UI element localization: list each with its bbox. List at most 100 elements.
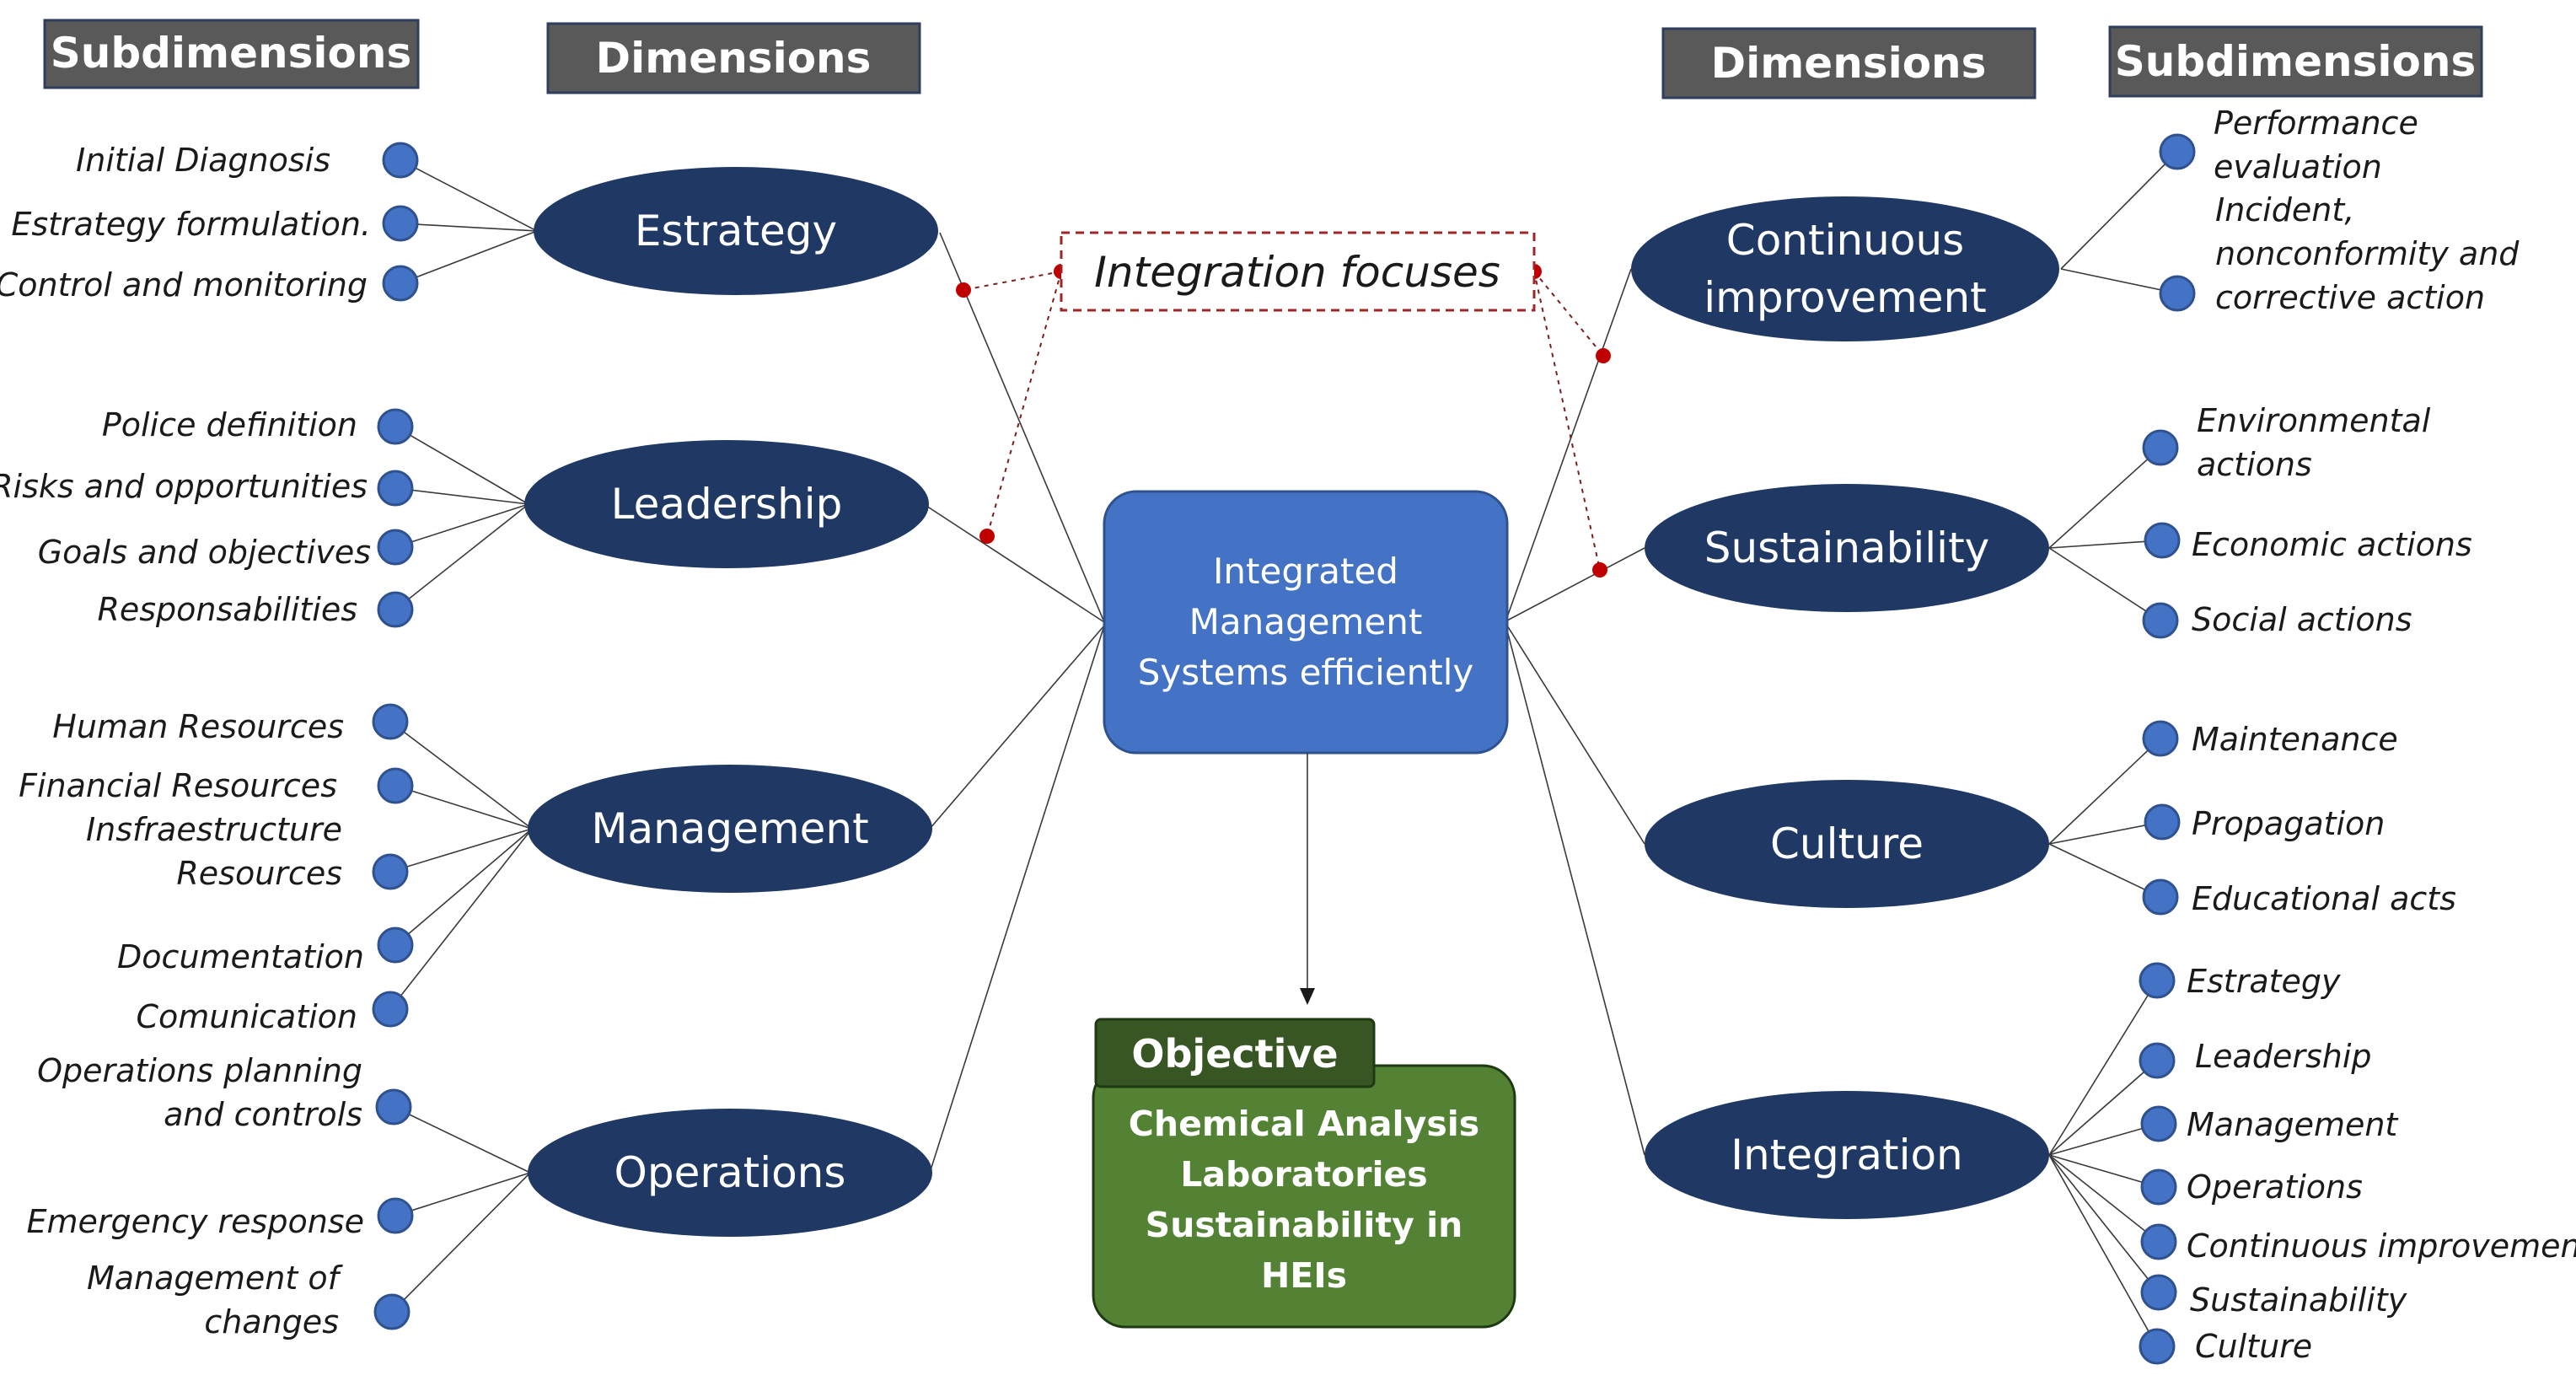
subdimension-label-line: Estrategy [2187,963,2341,1000]
header-label: Subdimensions [2115,37,2477,86]
subdimension-label-line: Propagation [2192,805,2385,842]
subdimension-label: Initial Diagnosis [76,142,330,179]
subdimension-connector [391,1172,531,1313]
dimension-label-line: Leadership [611,480,843,529]
dimension-connector [939,232,1105,623]
subdimension-dot-icon [2144,522,2181,559]
dimension-ellipse [524,440,929,568]
subdimension-label: Propagation [2192,805,2385,842]
subdimension-connector [394,503,529,610]
dimension-label-line: Continuous [1726,216,1964,265]
dimension-connector [926,505,1105,623]
subdimension-dot-icon [377,529,414,566]
subdimension-label-line: Human Resources [52,708,344,745]
subdimension-dot-icon [377,591,414,628]
header-right-subdimensions: Subdimensions [2108,25,2483,98]
subdimension-dot-icon [2139,1042,2176,1079]
subdimension-connector [2048,540,2163,549]
subdimension-label-line: Operations planning [37,1052,362,1089]
subdimension-label-line: Documentation [117,938,364,975]
arrow-head-icon [1300,988,1315,1005]
dimension-label-line: Integration [1731,1131,1963,1179]
subdimension-label: Emergency response [26,1203,364,1240]
subdimension-connector [389,828,533,1010]
subdimension-connector [394,1172,531,1217]
subdimension-connector [389,721,533,830]
dimension-connector [929,625,1105,830]
subdimension-dot-icon [373,1293,411,1330]
objective-node: Objective Chemical Analysis Laboratories… [1092,1018,1516,1329]
header-label: Dimensions [596,34,872,83]
objective-line-4: HEIs [1261,1255,1347,1296]
dimension-ellipse [528,1109,932,1237]
subdimension-connector [394,487,529,505]
dimension-label: Estrategy [635,207,837,255]
subdimension-label-line: Culture [2195,1328,2312,1365]
dimension-label-line: Culture [1770,819,1924,868]
subdimension-dot-icon [2140,1223,2177,1260]
subdimension-label: Documentation [117,938,364,975]
subdimension-dot-icon [2142,878,2179,916]
subdimension-connector [2048,1060,2158,1156]
subdimension-dot-icon [375,1088,412,1125]
subdimension-label-line: Environmental [2197,402,2431,439]
integration-focuses-label: Integration focuses [1094,248,1500,297]
subdimension-label-line: changes [204,1303,339,1340]
subdimension-label-line: corrective action [2215,279,2485,316]
subdimension-label-line: Police definition [102,406,357,443]
dimension-label: Operations [614,1148,846,1197]
subdimension-label-line: Economic actions [2192,526,2472,563]
subdimension-label: Management of changes [87,1260,344,1340]
dimension-connector [1506,630,1645,1156]
subdimension-label-line: Responsabilities [97,591,357,628]
subdimension-connector [393,1106,531,1174]
subdimension-label-line: Management of [87,1260,344,1297]
subdimension-connector [400,230,538,284]
central-node-line-2: Management [1189,601,1423,642]
dimension-label-line: improvement [1704,273,1987,322]
subdimension-dot-icon [377,767,414,804]
subdimension-label-line: Social actions [2192,601,2412,638]
subdimension-label: Estrategy [2187,963,2341,1000]
subdimension-label-line: Incident, [2215,191,2354,228]
dimension-label-line: Sustainability [1704,524,1990,572]
subdimension-label: Management [2187,1106,2399,1143]
subdimension-label-line: Educational acts [2192,880,2456,917]
subdimension-connector [2048,1154,2158,1347]
subdimension-connector [2048,843,2161,898]
subdimension-label: Educational acts [2192,880,2456,917]
subdimension-connector [2048,980,2158,1156]
dimension-label-line: Management [591,804,868,853]
subdimension-label: Economic actions [2192,526,2472,563]
subdimension-label-line: Continuous improvement [2187,1228,2576,1265]
subdimension-dot-icon [382,265,419,302]
central-node-line-1: Integrated [1213,551,1398,592]
dimension-label: Culture [1770,819,1924,868]
connector-lines [389,151,2178,1347]
subdimension-dot-icon [2140,1168,2177,1206]
dimension-ellipse [534,167,938,295]
subdimension-label-line: Estrategy formulation. [11,206,371,243]
subdimension-connector [389,828,533,873]
subdimension-connector [394,503,529,548]
subdimension-dot-icon [2159,275,2196,312]
subdimension-label-line: Initial Diagnosis [76,142,330,179]
dimension-label: Management [591,804,868,853]
subdimension-connector [2048,821,2163,845]
header-left-dimensions: Dimensions [546,22,921,94]
subdimension-dot-icon [377,408,414,445]
subdimension-dot-icon [377,927,414,964]
subdimension-label-line: Sustainability [2190,1281,2407,1319]
objective-line-1: Chemical Analysis [1129,1104,1479,1144]
subdimension-label-line: nonconformity and [2215,235,2520,272]
subdimension-connector [394,785,533,830]
focus-marker-estrategy-icon [956,282,971,298]
subdimension-connector [394,426,529,505]
